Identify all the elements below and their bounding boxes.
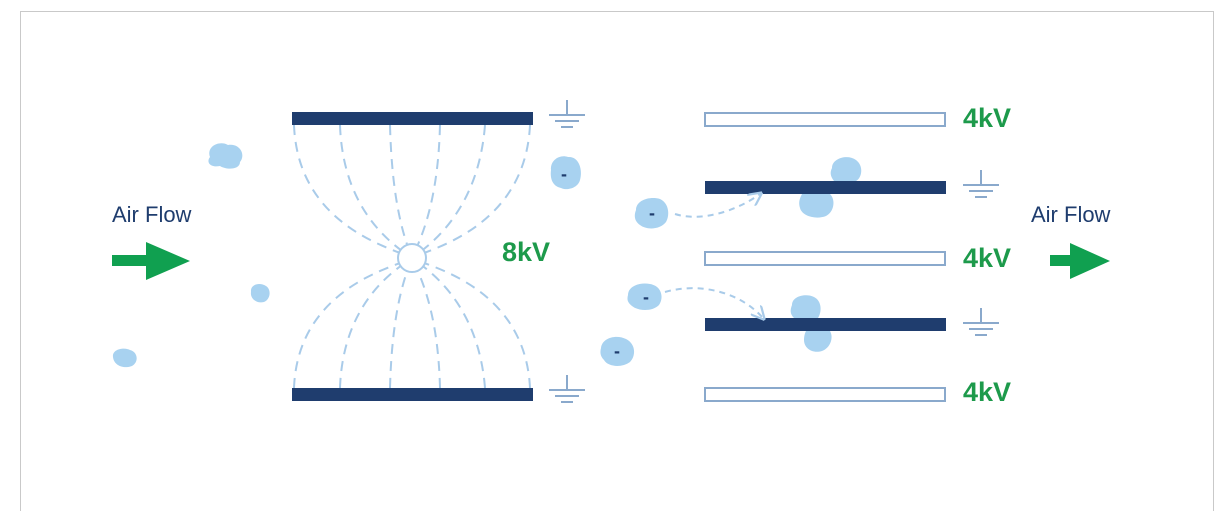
collected-particle bbox=[799, 194, 834, 218]
air-flow-out-label: Air Flow bbox=[1031, 202, 1111, 227]
collected-particle bbox=[804, 331, 832, 352]
ground-symbol-icon bbox=[549, 375, 585, 403]
air-flow-out-arrow bbox=[1050, 243, 1110, 279]
ionizer-voltage-label: 8kV bbox=[502, 237, 551, 267]
collector-plate-grounded bbox=[705, 181, 946, 194]
air-flow-in-arrow bbox=[112, 242, 190, 280]
charged-particle bbox=[600, 336, 635, 366]
charged-particle bbox=[634, 198, 669, 229]
charged-particle bbox=[550, 156, 581, 190]
charge-symbol: - bbox=[561, 164, 567, 184]
particle-trajectory bbox=[664, 287, 763, 318]
dust-particle bbox=[208, 143, 243, 169]
ground-symbol-icon bbox=[963, 170, 999, 198]
collector-plate-charged bbox=[704, 251, 946, 266]
dust-particle bbox=[112, 348, 137, 368]
collector-plate-grounded bbox=[705, 318, 946, 331]
air-flow-in-label: Air Flow bbox=[112, 202, 192, 227]
collector-voltage-label: 4kV bbox=[963, 377, 1012, 407]
collector-voltage-label: 4kV bbox=[963, 243, 1012, 273]
charge-symbol: - bbox=[649, 203, 655, 223]
collector-voltage-label: 4kV bbox=[963, 103, 1012, 133]
charged-particle bbox=[627, 283, 662, 310]
dust-particle bbox=[250, 284, 270, 303]
particle-trajectory bbox=[674, 194, 760, 218]
charge-symbol: - bbox=[614, 341, 620, 361]
ionizer-wire bbox=[397, 243, 427, 273]
collected-particle bbox=[830, 157, 862, 181]
collected-particle bbox=[790, 295, 821, 318]
collector-plate-charged bbox=[704, 112, 946, 127]
diagram-frame bbox=[20, 11, 1214, 511]
ionizer-plate-top bbox=[292, 112, 533, 125]
ground-symbol-icon bbox=[963, 308, 999, 336]
ionizer-plate-bottom bbox=[292, 388, 533, 401]
collector-plate-charged bbox=[704, 387, 946, 402]
charge-symbol: - bbox=[643, 287, 649, 307]
ground-symbol-icon bbox=[549, 100, 585, 128]
